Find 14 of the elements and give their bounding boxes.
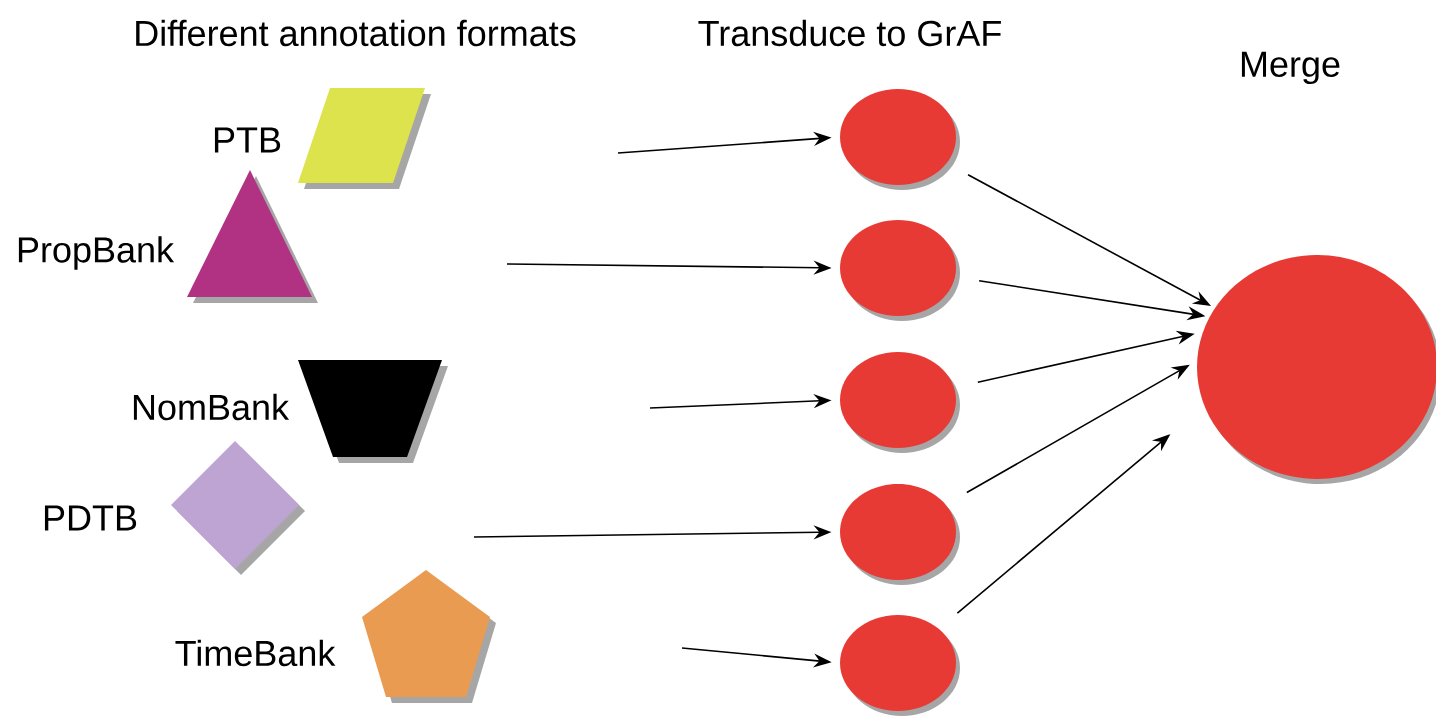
- circle-shape: [1197, 255, 1436, 484]
- circle-shape: [840, 220, 960, 321]
- shape-label: PropBank: [18, 236, 175, 270]
- shape-label: NomBank: [133, 393, 290, 421]
- heading: Different annotation formats: [136, 19, 576, 47]
- shape-label: PTB: [214, 127, 281, 153]
- heading: Transduce to GrAF: [698, 19, 1001, 47]
- shape-label: TimeBank: [175, 639, 336, 667]
- circle-shape: [840, 352, 960, 453]
- circle-shape: [840, 484, 960, 585]
- circle-shape: [840, 89, 960, 190]
- shape-label: PDTB: [44, 505, 137, 531]
- circle-shape: [840, 615, 960, 716]
- heading: Merge: [1241, 51, 1340, 85]
